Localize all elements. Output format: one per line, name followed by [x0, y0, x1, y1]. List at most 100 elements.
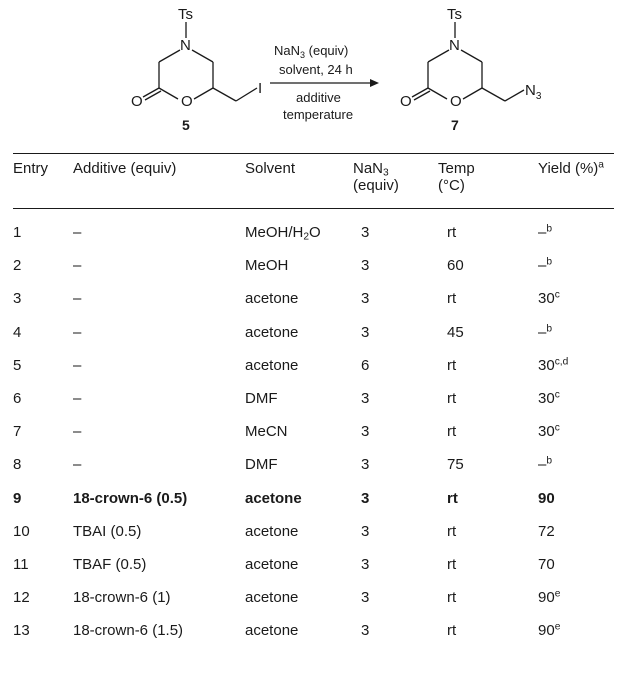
- cell-solvent: DMF: [245, 456, 278, 473]
- cell-yield-value: 90: [538, 489, 555, 507]
- cell-solvent-main: acetone: [245, 323, 299, 341]
- starting-material-number: 5: [182, 117, 190, 133]
- cell-yield: –b: [538, 257, 552, 274]
- cell-yield: 30c,d: [538, 357, 568, 374]
- cell-additive: 18-crown-6 (0.5): [73, 489, 188, 507]
- cell-yield: 90e: [538, 622, 560, 639]
- cell-solvent-main: MeOH: [245, 257, 289, 275]
- cell-entry: 10: [13, 522, 30, 540]
- product-azide: N3: [525, 82, 542, 102]
- cell-temp: rt: [447, 489, 458, 507]
- cell-yield: 90: [538, 490, 555, 507]
- cell-entry: 1: [13, 224, 22, 241]
- header-yield: Yield (%)a: [538, 160, 604, 177]
- cell-yield-value: 30: [538, 389, 555, 407]
- cell-nan3: 3: [361, 224, 370, 241]
- header-temp-label: Temp: [438, 160, 475, 177]
- conditions-additive: additive: [296, 90, 341, 105]
- cell-additive: –: [73, 323, 82, 341]
- cell-yield-footnote: b: [546, 455, 553, 467]
- cell-yield-value: –: [538, 224, 547, 241]
- cell-temp: rt: [447, 555, 457, 573]
- cell-yield-footnote: c: [554, 422, 560, 434]
- cell-yield: –b: [538, 224, 552, 241]
- cell-yield-value: 30: [538, 423, 555, 441]
- header-yield-label: Yield (%): [538, 160, 599, 177]
- cell-solvent-main: acetone: [245, 589, 299, 607]
- cell-yield-footnote: c,d: [554, 356, 569, 368]
- cell-nan3: 6: [361, 356, 370, 374]
- cell-temp: rt: [447, 423, 457, 441]
- cell-yield-value: 72: [538, 522, 555, 540]
- cell-entry: 8: [13, 456, 22, 474]
- product-structure: [411, 22, 525, 102]
- cell-yield-value: 90: [538, 589, 555, 607]
- cell-additive: 18-crown-6 (1): [73, 589, 171, 607]
- cell-additive: –: [73, 456, 82, 474]
- starting-material-structure: [142, 22, 258, 102]
- cell-yield-footnote: e: [554, 621, 561, 633]
- header-nan3-unit: (equiv): [353, 177, 399, 194]
- cell-yield-footnote: e: [554, 588, 561, 600]
- cell-solvent: acetone: [245, 290, 298, 307]
- product-ring-o: O: [450, 93, 462, 110]
- starting-material-carbonyl-o: O: [131, 93, 143, 110]
- cell-yield-value: –: [538, 323, 547, 341]
- cell-yield-value: 30: [538, 290, 555, 308]
- cell-solvent: acetone: [245, 556, 298, 573]
- cell-yield: 30c: [538, 423, 560, 440]
- product-ts: Ts: [447, 6, 462, 23]
- cell-temp: rt: [447, 389, 457, 407]
- cell-solvent-main: MeOH/H: [245, 224, 304, 241]
- cell-solvent-main: acetone: [245, 489, 302, 507]
- cell-solvent-main: acetone: [245, 522, 299, 540]
- cell-solvent: MeCN: [245, 423, 288, 440]
- cell-solvent: MeOH: [245, 257, 288, 274]
- cell-solvent-main: acetone: [245, 622, 299, 640]
- cell-temp: rt: [447, 522, 457, 540]
- cell-solvent-main: DMF: [245, 389, 278, 407]
- cell-entry: 7: [13, 423, 22, 441]
- conditions-reagent: NaN3 (equiv): [274, 43, 348, 60]
- cell-temp: rt: [447, 290, 457, 308]
- cell-solvent-main: acetone: [245, 356, 299, 374]
- cell-entry: 2: [13, 257, 22, 275]
- header-yield-footnote: a: [598, 159, 604, 171]
- cell-nan3: 3: [361, 522, 370, 540]
- cell-additive: –: [73, 290, 82, 308]
- header-solvent: Solvent: [245, 160, 296, 177]
- cell-temp: 75: [447, 456, 464, 474]
- cell-nan3: 3: [361, 423, 370, 441]
- table-header-row: Entry Additive (equiv) Solvent NaN3(equi…: [13, 154, 614, 208]
- cell-entry: 12: [13, 589, 30, 607]
- cell-nan3: 3: [361, 290, 370, 308]
- cell-additive: 18-crown-6 (1.5): [73, 622, 184, 640]
- table-top-rule: [13, 153, 614, 154]
- cell-nan3: 3: [361, 389, 370, 407]
- cell-entry: 9: [13, 489, 22, 507]
- cell-additive: –: [73, 389, 82, 407]
- cell-nan3: 3: [361, 489, 370, 507]
- cell-nan3: 3: [361, 622, 370, 640]
- cell-yield: –b: [538, 456, 552, 473]
- cell-yield-value: 90: [538, 622, 555, 640]
- product-carbonyl-o: O: [400, 93, 412, 110]
- cell-additive: –: [73, 257, 82, 275]
- starting-material-ring-n: N: [180, 37, 191, 54]
- cell-yield-footnote: b: [546, 322, 553, 334]
- optimization-table: Entry Additive (equiv) Solvent NaN3(equi…: [13, 153, 614, 648]
- cell-solvent: acetone: [245, 324, 298, 341]
- cell-yield-footnote: b: [546, 256, 553, 268]
- cell-yield-value: 30: [538, 356, 555, 374]
- cell-yield-value: –: [538, 456, 547, 474]
- cell-yield: 70: [538, 556, 555, 573]
